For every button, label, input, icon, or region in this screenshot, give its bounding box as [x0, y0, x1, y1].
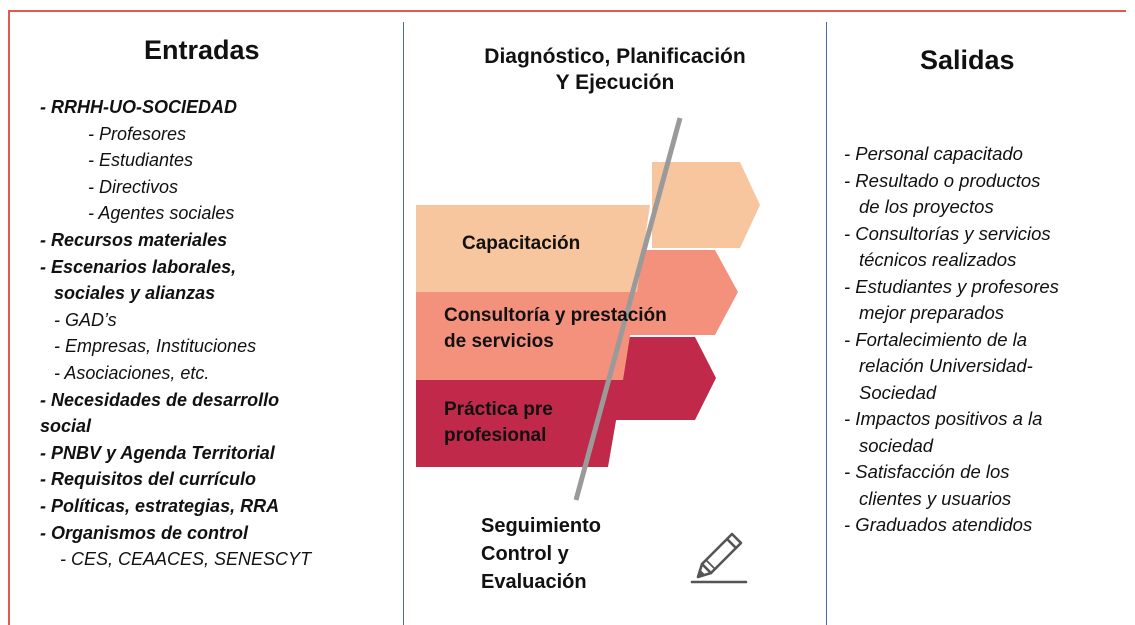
inputs-item: - CES, CEAACES, SENESCYT [60, 549, 312, 570]
stage-band-consultoria [416, 292, 637, 380]
outputs-item: - Graduados atendidos [844, 514, 1033, 535]
inputs-item: - Requisitos del currículo [40, 469, 257, 490]
outputs-item: - Resultado o productos [844, 169, 1041, 191]
followup-line2: Control y [481, 543, 569, 565]
process-heading-line2: Y Ejecución [555, 71, 675, 94]
stage-arrow-consultoria [630, 250, 738, 335]
inputs-item: - Necesidades de desarrollo [40, 389, 280, 410]
inputs-heading: Entradas [144, 35, 260, 65]
stage-band-practica [416, 380, 623, 467]
inputs-item: - Estudiantes [88, 150, 194, 171]
inputs-item: - Escenarios laborales, [40, 256, 237, 277]
diagonal-divider [573, 117, 683, 501]
inputs-item: - Políticas, estrategias, RRA [40, 495, 280, 516]
outputs-list: - Personal capacitado - Resultado o produ… [844, 141, 1059, 539]
outputs-item: técnicos realizados [859, 249, 1017, 270]
outputs-item: Sociedad [859, 381, 937, 403]
stage-arrow-capacitacion [652, 162, 760, 248]
followup-line3: Evaluación [481, 571, 587, 593]
stage-label-practica-line2: profesional [444, 425, 547, 446]
inputs-item: sociales y alianzas [54, 283, 216, 304]
stage-label-capacitacion-text: Capacitación [462, 233, 581, 254]
inputs-item: - Profesores [88, 123, 187, 144]
frame-left-border [8, 10, 10, 625]
inputs-item: - RRHH-UO-SOCIEDAD [40, 97, 237, 117]
column-divider-right [826, 22, 827, 625]
inputs-list: - RRHH-UO-SOCIEDAD - Profesores - Estudian… [40, 94, 311, 573]
stage-label-practica: Práctica pre profesional [444, 397, 553, 449]
stage-label-practica-line1: Práctica pre [444, 399, 553, 420]
inputs-item: social [40, 416, 92, 437]
process-heading: Diagnóstico, Planificación Y Ejecución [424, 44, 806, 96]
frame-top-border [8, 10, 1126, 12]
inputs-item: - PNBV y Agenda Territorial [40, 442, 275, 463]
stage-arrow-practica [603, 337, 716, 420]
outputs-item: mejor preparados [859, 302, 1004, 323]
inputs-item: - Asociaciones, etc. [54, 362, 210, 383]
followup-line1: Seguimiento [481, 515, 602, 537]
outputs-item: - Personal capacitado [844, 143, 1023, 164]
followup-label: Seguimiento Control y Evaluación [481, 512, 601, 596]
inputs-item: - Empresas, Instituciones [54, 336, 257, 357]
outputs-item: - Estudiantes y profesores [844, 275, 1059, 297]
stage-label-capacitacion: Capacitación [462, 231, 580, 257]
stage-label-consultoria-line2: de servicios [444, 331, 554, 352]
stage-band-capacitacion [416, 205, 650, 292]
outputs-item: relación Universidad- [859, 355, 1033, 376]
outputs-item: sociedad [859, 434, 934, 456]
outputs-item: - Satisfacción de los [844, 461, 1010, 482]
outputs-heading: Salidas [920, 45, 1015, 75]
inputs-item: - Recursos materiales [40, 229, 228, 250]
stage-label-consultoria: Consultoría y prestación de servicios [444, 303, 667, 355]
pencil-icon [690, 532, 748, 584]
inputs-item: - Directivos [88, 176, 179, 197]
stage-label-consultoria-line1: Consultoría y prestación [444, 305, 667, 326]
inputs-item: - Organismos de control [40, 522, 249, 543]
outputs-item: clientes y usuarios [859, 487, 1012, 509]
outputs-item: - Impactos positivos a la [844, 408, 1043, 429]
outputs-item: - Consultorías y servicios [844, 222, 1051, 244]
outputs-item: de los proyectos [859, 196, 994, 217]
outputs-item: - Fortalecimiento de la [844, 328, 1028, 350]
column-divider-left [403, 22, 404, 625]
inputs-item: - Agentes sociales [88, 203, 235, 224]
inputs-item: - GAD’s [54, 309, 117, 330]
process-heading-line1: Diagnóstico, Planificación [484, 45, 746, 68]
